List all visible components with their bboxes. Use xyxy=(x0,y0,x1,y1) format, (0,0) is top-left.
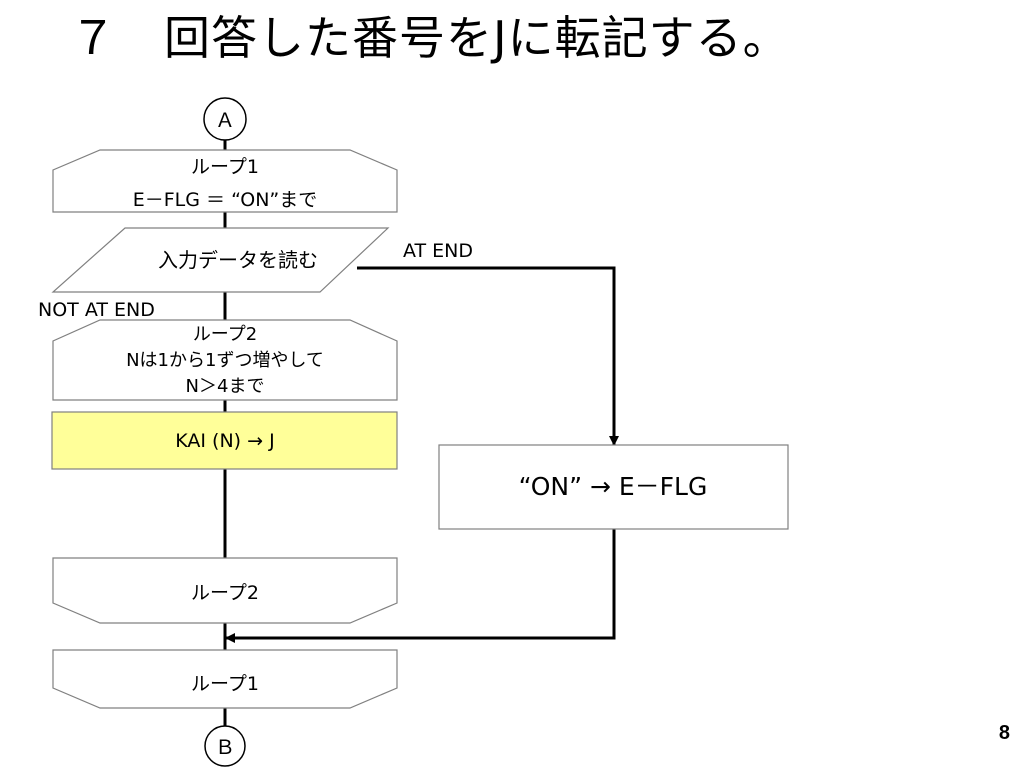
on-eflg-process-box xyxy=(438,444,789,530)
loop1-start-condition: E－FLG ＝ “ON”まで xyxy=(133,189,318,211)
loop1-start-shape xyxy=(52,149,398,213)
loop2-start-condition: N＞4まで xyxy=(186,376,265,397)
read-data-label: 入力データを読む xyxy=(158,248,318,272)
loop1-end-shape xyxy=(52,649,398,709)
loop1-start-title: ループ1 xyxy=(191,156,259,178)
loop2-start-range: Nは1から1ずつ増やして xyxy=(126,350,324,371)
loop2-start-title: ループ2 xyxy=(193,324,257,345)
connector-a-label: Ａ xyxy=(215,108,235,132)
loop2-start-shape xyxy=(52,319,398,401)
on-eflg-process-label: “ON” → E－FLG xyxy=(519,472,708,501)
kai-process-label: KAI (N) → J xyxy=(175,430,274,452)
kai-process-box xyxy=(51,411,398,470)
page-number: 8 xyxy=(998,722,1010,744)
connector-a xyxy=(203,97,247,141)
loop2-end-shape xyxy=(52,557,398,624)
slide-title: ７ 回答した番号をJに転記する。 xyxy=(70,11,790,65)
connector-b-label: Ｂ xyxy=(215,735,235,759)
not-at-end-label: NOT AT END xyxy=(38,299,155,321)
loop2-end-label: ループ2 xyxy=(191,582,259,604)
at-end-label: AT END xyxy=(403,240,473,262)
read-data-io-shape xyxy=(51,227,390,293)
loop1-end-label: ループ1 xyxy=(191,673,259,695)
connector-b xyxy=(204,725,246,767)
return-flow-line xyxy=(225,529,616,643)
at-end-flow-line xyxy=(357,266,619,446)
